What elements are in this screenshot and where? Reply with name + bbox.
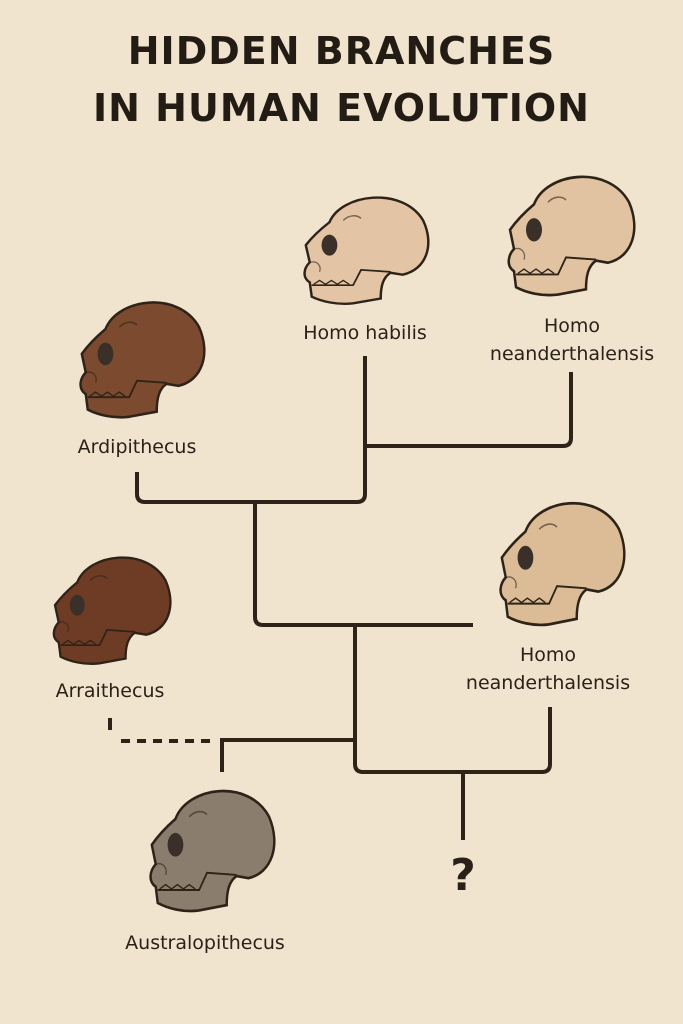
skull-homo-neanderthalensis-mid — [488, 490, 626, 632]
branch-main-trunk — [253, 502, 473, 627]
branch-neanderthalensis-top — [365, 372, 573, 448]
label-arraithecus: Arraithecus — [56, 677, 165, 705]
skull-ardipithecus — [68, 290, 206, 424]
label-homo-neanderthalensis-mid: Homo neanderthalensis — [466, 641, 630, 697]
label-line: Arraithecus — [55, 680, 165, 702]
label-line: neanderthalensis — [489, 343, 655, 365]
label-line: Homo habilis — [303, 322, 427, 344]
skull-icon — [507, 175, 636, 297]
label-line: neanderthalensis — [465, 672, 631, 694]
skull-icon — [79, 301, 206, 419]
skull-icon — [499, 502, 626, 627]
label-line: Ardipithecus — [77, 436, 197, 458]
unknown-species-question-mark: ? — [450, 850, 476, 901]
title-line-2: IN HUMAN EVOLUTION — [93, 86, 590, 130]
skull-icon — [303, 196, 430, 305]
label-ardipithecus: Ardipithecus — [78, 433, 197, 461]
label-line: Australopithecus — [125, 932, 285, 954]
skull-homo-habilis — [292, 186, 430, 310]
skull-australopithecus — [138, 778, 276, 918]
label-homo-habilis: Homo habilis — [303, 319, 427, 347]
branch-habilis — [135, 356, 367, 504]
skull-icon — [149, 789, 276, 913]
skull-homo-neanderthalensis-top — [496, 164, 636, 302]
label-line: Homo — [519, 644, 577, 666]
label-australopithecus: Australopithecus — [125, 929, 285, 957]
skull-icon — [52, 556, 172, 665]
label-homo-neanderthalensis-top: Homo neanderthalensis — [490, 312, 654, 368]
branch-lower-trunk — [353, 625, 552, 774]
title-line-1: HIDDEN BRANCHES — [127, 29, 556, 73]
branch-australopithecus — [220, 738, 355, 772]
skull-arraithecus — [42, 546, 172, 670]
label-line: Homo — [543, 315, 601, 337]
